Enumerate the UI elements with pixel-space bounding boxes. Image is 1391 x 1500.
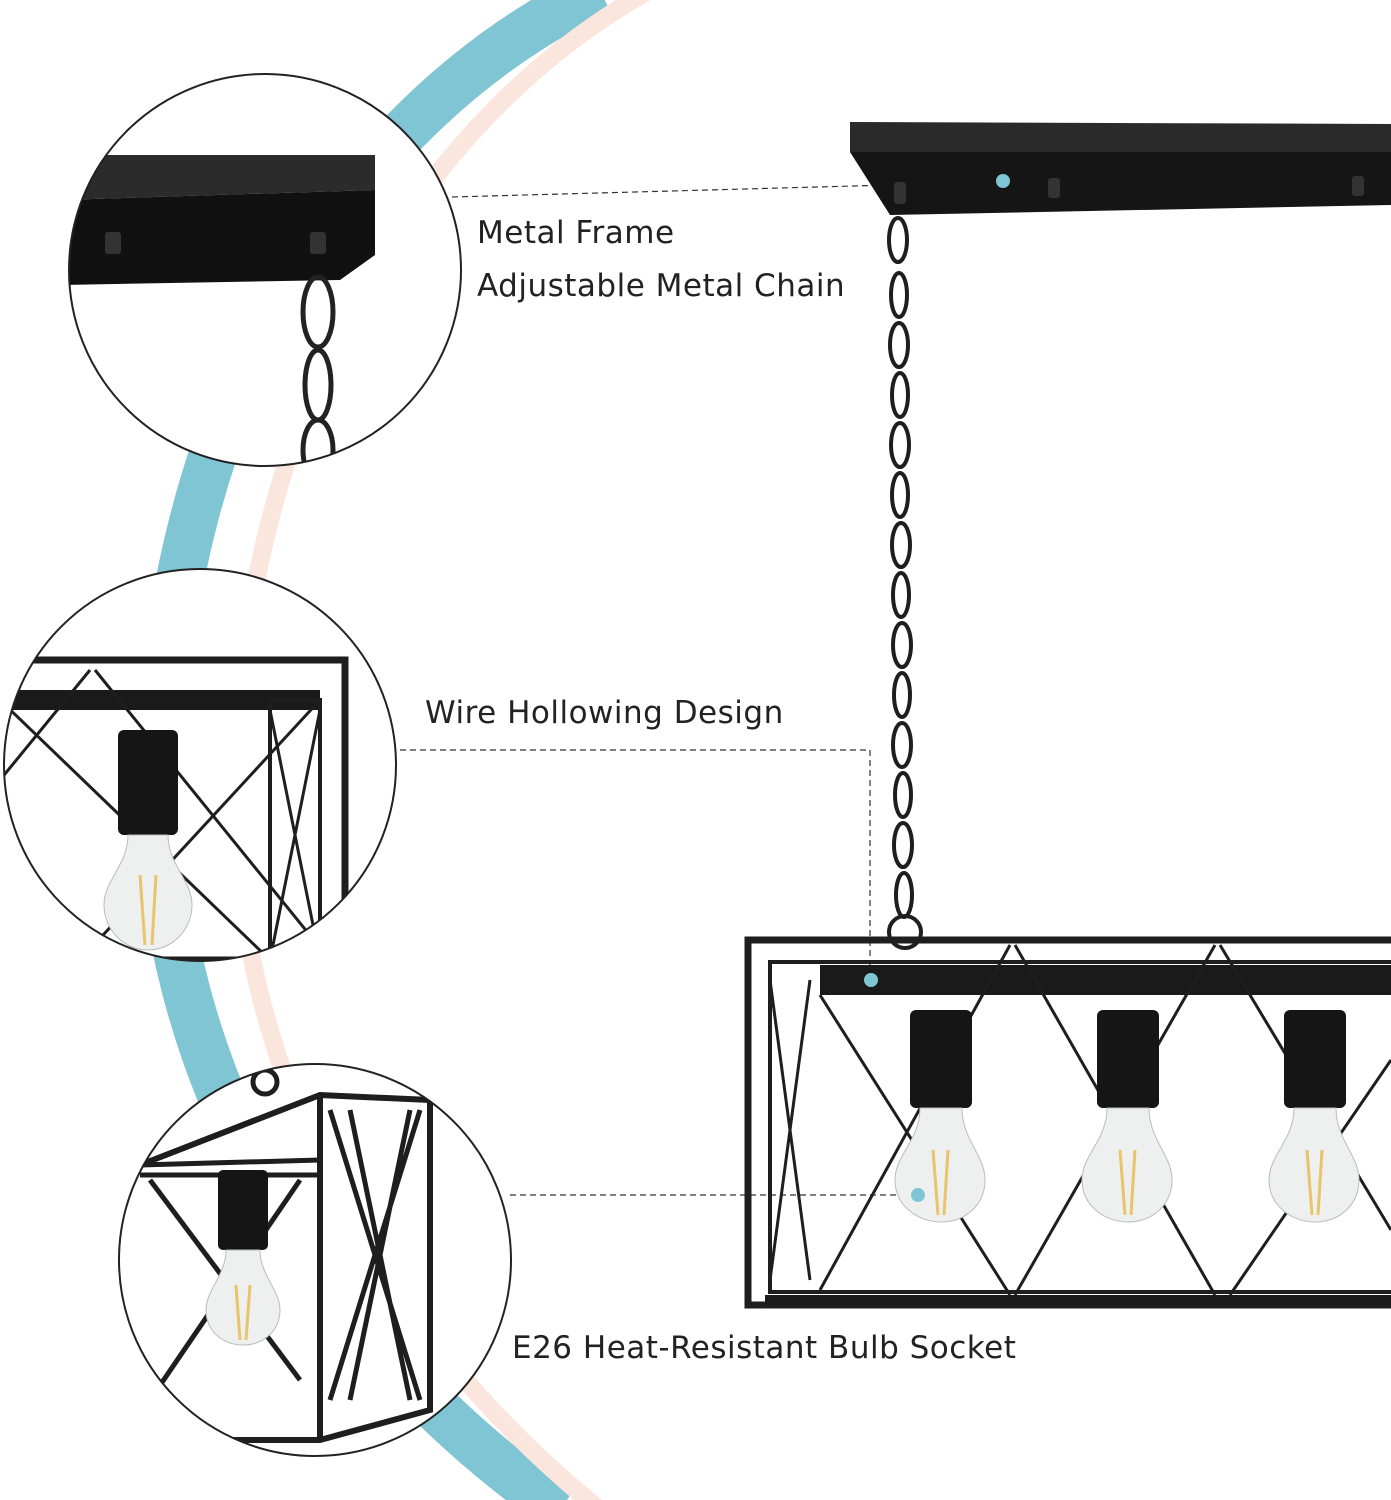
bulb (894, 1010, 986, 1223)
detail-circle-wire (3, 568, 397, 962)
callout-lines (400, 181, 1001, 1196)
label-bulb-socket: E26 Heat-Resistant Bulb Socket (512, 1330, 1017, 1366)
detail-circle-canopy (68, 73, 462, 467)
callout-dot (911, 1188, 925, 1202)
callout-dot (996, 174, 1010, 188)
label-metal-chain: Adjustable Metal Chain (477, 268, 846, 304)
bulb (1268, 1010, 1360, 1223)
metal-chain (887, 216, 923, 950)
label-metal-frame: Metal Frame (477, 215, 675, 251)
bulb (1081, 1010, 1173, 1223)
bulbs (894, 1010, 1360, 1223)
detail-circle-socket (118, 1063, 512, 1457)
label-wire-design: Wire Hollowing Design (425, 695, 784, 731)
callout-dot (864, 973, 878, 987)
ceiling-canopy (850, 122, 1391, 215)
